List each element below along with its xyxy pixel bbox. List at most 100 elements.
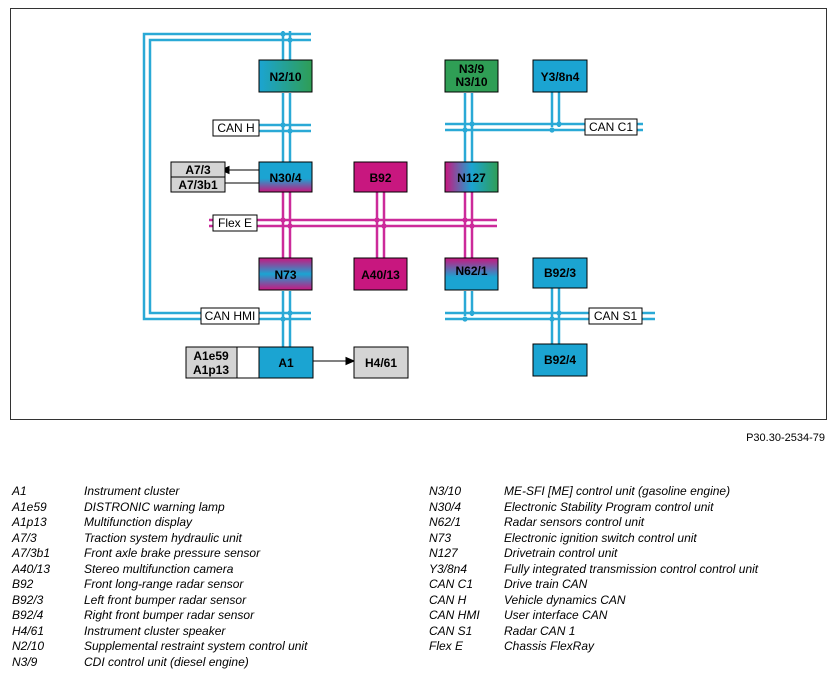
legend-desc: Front long-range radar sensor <box>84 577 244 591</box>
legend-code: N127 <box>429 546 458 560</box>
legend-code: CAN HMI <box>429 608 480 622</box>
junction-dots <box>280 31 562 322</box>
figure-reference: P30.30-2534-79 <box>746 432 825 444</box>
legend-desc: Supplemental restraint system control un… <box>84 639 308 653</box>
legend-code: N3/10 <box>429 484 462 498</box>
legend-desc: Chassis FlexRay <box>504 639 595 653</box>
node-a7-3: A7/3 A7/3b1 <box>170 161 226 193</box>
legend-code: A7/3 <box>12 530 37 545</box>
legend-item: CAN C1 Drive train CAN <box>429 577 758 593</box>
node-n3-9-label: N3/9 <box>459 62 485 76</box>
legend-code: N62/1 <box>429 515 462 529</box>
legend-code: N73 <box>429 530 452 545</box>
legend-desc: Multifunction display <box>84 515 193 529</box>
legend-desc: Drive train CAN <box>504 577 588 591</box>
legend-item: B92/3 Left front bumper radar sensor <box>12 593 307 609</box>
legend-item: A1 Instrument cluster <box>12 484 307 500</box>
legend-item: A7/3 Traction system hydraulic unit <box>12 531 307 547</box>
node-n2-10: N2/10 <box>258 59 313 93</box>
node-b92-4: B92/4 <box>532 343 588 377</box>
bus-flex-e-text: Flex E <box>218 216 252 230</box>
legend-code: N30/4 <box>429 499 462 514</box>
node-a40-13-label: A40/13 <box>361 268 400 282</box>
node-y3-8n4-label: Y3/8n4 <box>541 70 580 84</box>
bus-can-s1-text: CAN S1 <box>594 309 638 323</box>
legend-code: Y3/8n4 <box>429 561 468 576</box>
node-n127: N127 <box>444 161 499 193</box>
node-a40-13: A40/13 <box>353 257 408 291</box>
network-diagram: N2/10 N3/9 N3/10 Y3/8n4 N30/4 B92 N127 N… <box>142 31 655 379</box>
node-a1p13-label: A1p13 <box>193 363 229 377</box>
legend-item: B92/4 Right front bumper radar sensor <box>12 608 307 624</box>
diagram-frame: N2/10 N3/9 N3/10 Y3/8n4 N30/4 B92 N127 N… <box>10 8 827 420</box>
node-b92-4-label: B92/4 <box>544 353 576 367</box>
legend-code: CAN S1 <box>429 623 473 638</box>
legend-desc: Instrument cluster speaker <box>84 623 226 638</box>
node-b92-3-label: B92/3 <box>544 266 576 280</box>
node-h4-61-label: H4/61 <box>365 356 397 370</box>
legend-desc: Radar sensors control unit <box>504 515 645 529</box>
legend-desc: Front axle brake pressure sensor <box>84 546 261 560</box>
legend-desc: Right front bumper radar sensor <box>84 608 255 622</box>
node-y3-8n4: Y3/8n4 <box>532 59 588 93</box>
legend-code: B92 <box>12 577 34 591</box>
legend-item: A7/3b1 Front axle brake pressure sensor <box>12 546 307 562</box>
legend-item: B92 Front long-range radar sensor <box>12 577 307 593</box>
legend-code: N2/10 <box>12 639 45 653</box>
legend-desc: Instrument cluster <box>84 484 180 498</box>
node-n62-1: N62/1 <box>444 257 499 291</box>
node-h4-61: H4/61 <box>353 346 409 379</box>
legend-item: N127 Drivetrain control unit <box>429 546 758 562</box>
node-n3-9-n3-10: N3/9 N3/10 <box>444 59 499 93</box>
bus-label-can-h: CAN H <box>212 119 260 137</box>
legend-code: CAN H <box>429 592 467 607</box>
node-n30-4-label: N30/4 <box>269 171 301 185</box>
legend-item: CAN HMI User interface CAN <box>429 608 758 624</box>
legend-code: H4/61 <box>12 623 45 638</box>
legend-desc: User interface CAN <box>504 608 608 622</box>
bus-can-c1-text: CAN C1 <box>589 120 633 134</box>
node-n3-10-label: N3/10 <box>455 75 487 89</box>
legend-code: A1p13 <box>12 515 47 529</box>
legend-item: N3/9 CDI control unit (diesel engine) <box>12 655 307 671</box>
legend-item: H4/61 Instrument cluster speaker <box>12 624 307 640</box>
bus-can-hmi-text: CAN HMI <box>205 309 256 323</box>
legend-desc: Stereo multifunction camera <box>84 561 234 576</box>
legend-item: CAN H Vehicle dynamics CAN <box>429 593 758 609</box>
legend-code: B92/4 <box>12 608 44 622</box>
legend-code: B92/3 <box>12 592 44 607</box>
legend-desc: Fully integrated transmission control co… <box>504 561 759 576</box>
node-n2-10-label: N2/10 <box>269 70 301 84</box>
legend-code: N3/9 <box>12 654 38 669</box>
node-b92-label: B92 <box>369 171 391 185</box>
legend-code: A7/3b1 <box>12 546 51 560</box>
node-n127-label: N127 <box>457 171 486 185</box>
legend-code: A1e59 <box>12 499 47 514</box>
h4-arrow <box>313 356 356 366</box>
legend-desc: CDI control unit (diesel engine) <box>84 654 249 669</box>
node-a1: A1 <box>258 346 314 379</box>
legend-code: A1 <box>12 484 27 498</box>
legend-desc: Traction system hydraulic unit <box>84 530 242 545</box>
bus-label-can-c1: CAN C1 <box>584 118 638 136</box>
legend-desc: Vehicle dynamics CAN <box>504 592 626 607</box>
bus-label-can-hmi: CAN HMI <box>200 307 260 325</box>
legend-code: CAN C1 <box>429 577 474 591</box>
node-a1e59-a1p13: A1e59 A1p13 <box>185 346 260 379</box>
legend-item: A1p13 Multifunction display <box>12 515 307 531</box>
node-n73: N73 <box>258 257 313 291</box>
legend-desc: Left front bumper radar sensor <box>84 592 247 607</box>
legend-item: N62/1 Radar sensors control unit <box>429 515 758 531</box>
flex-junction-dots <box>280 217 475 229</box>
node-n62-1-label: N62/1 <box>455 264 487 278</box>
legend-desc: Drivetrain control unit <box>504 546 618 560</box>
node-a1e59-label: A1e59 <box>193 349 229 363</box>
